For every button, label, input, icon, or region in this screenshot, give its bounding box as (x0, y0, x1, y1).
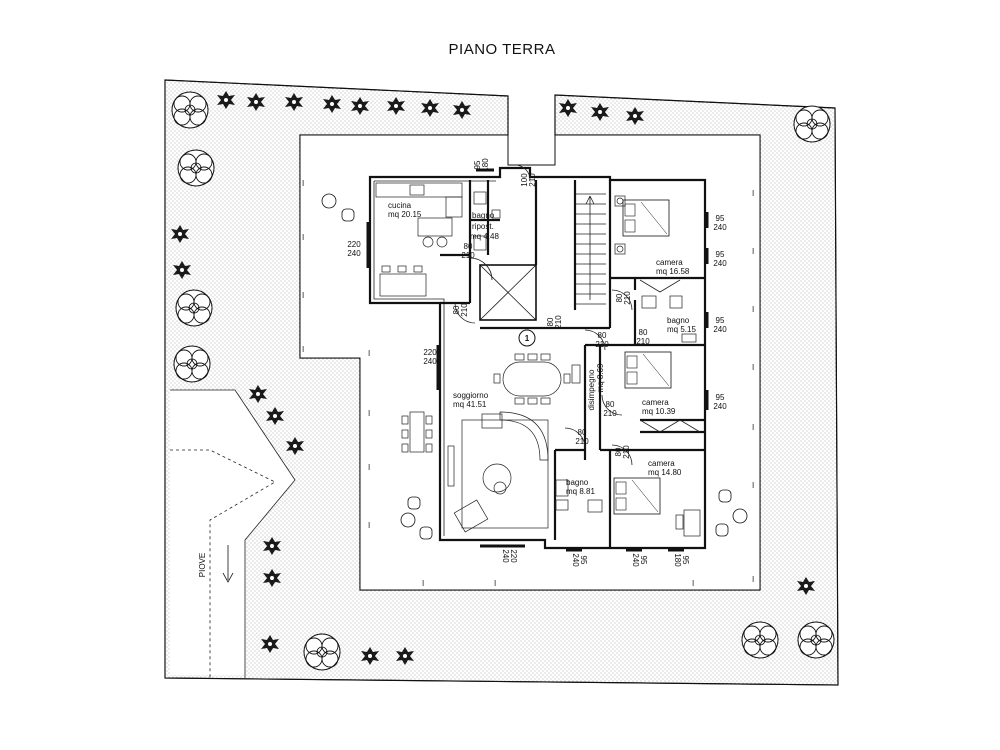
svg-text:I: I (752, 575, 754, 584)
ramp-label: PIOVE (198, 553, 207, 577)
room-area-disimpegno: mq 8.69 (596, 363, 605, 392)
dim-d20-w: 95 (639, 556, 648, 565)
room-name-camera1: camera (656, 258, 683, 267)
dim-d8-h: 240 (423, 357, 437, 366)
terrace-marks: I I I I I I I I I I I I I I I I I I (302, 179, 754, 588)
dim-d12-w: 95 (716, 316, 725, 325)
room-area-camera2: mq 10.39 (642, 407, 676, 416)
driveway-ramp: PIOVE (170, 389, 296, 678)
dim-d7-w: 95 (716, 250, 725, 259)
svg-text:I: I (752, 247, 754, 256)
dim-d5-w: 80 (452, 305, 461, 314)
room-area-cucina: mq 20.15 (388, 210, 422, 219)
svg-text:I: I (752, 423, 754, 432)
svg-text:I: I (302, 345, 304, 354)
dim-d17-h: 210 (622, 445, 631, 459)
svg-text:I: I (302, 179, 304, 188)
room-area-soggiorno: mq 41.51 (453, 400, 487, 409)
svg-text:I: I (752, 481, 754, 490)
room-name-bagno-ripost-2: ripost. (472, 222, 494, 231)
dim-d3-w: 220 (347, 240, 361, 249)
svg-text:I: I (494, 579, 496, 588)
plan-title: PIANO TERRA (449, 41, 556, 58)
dim-d13-h: 210 (636, 337, 650, 346)
room-name-disimpegno: disimpegno (587, 369, 596, 410)
dim-d18-h: 240 (501, 549, 510, 563)
dim-d2-w: 100 (520, 173, 529, 187)
dim-d9-h: 210 (554, 315, 563, 329)
room-name-camera2: camera (642, 398, 669, 407)
dim-d20-h: 240 (631, 553, 640, 567)
room-labels: cucina mq 20.15 bagno ripost. mq 4.48 ca… (388, 201, 696, 496)
dim-d15-w: 80 (606, 400, 615, 409)
windows (366, 168, 709, 552)
room-name-bagno1: bagno (667, 316, 690, 325)
room-area-camera1: mq 16.58 (656, 267, 690, 276)
dim-d8-w: 220 (423, 348, 437, 357)
door-swings (454, 164, 633, 466)
dim-d7-h: 240 (713, 259, 727, 268)
dim-d11-w: 80 (615, 293, 624, 302)
dim-d1-w: 95 (473, 160, 482, 169)
room-name-bagno-ripost-1: bagno (472, 211, 495, 220)
dim-d19-w: 95 (579, 556, 588, 565)
dimension-labels: 95 180 100 210 220 240 80 210 80 210 95 … (347, 158, 727, 567)
dim-d3-h: 240 (347, 249, 361, 258)
furniture (375, 182, 701, 537)
terrace (299, 134, 761, 591)
dim-d9-w: 80 (546, 317, 555, 326)
dim-d4-w: 80 (464, 242, 473, 251)
dim-d4-h: 210 (461, 251, 475, 260)
terrace-furniture (321, 193, 748, 540)
dim-d12-h: 240 (713, 325, 727, 334)
dim-d5-h: 210 (460, 303, 469, 317)
dim-d11-h: 210 (623, 291, 632, 305)
dim-d2-h: 210 (528, 173, 537, 187)
building-walls (368, 166, 709, 550)
dim-d10-h: 210 (595, 340, 609, 349)
room-area-camera3: mq 14.80 (648, 468, 682, 477)
svg-text:I: I (368, 349, 370, 358)
dim-d15-h: 210 (603, 409, 617, 418)
room-area-bagno-ripost: mq 4.48 (470, 232, 499, 241)
svg-text:I: I (422, 579, 424, 588)
dim-d13-w: 80 (639, 328, 648, 337)
dim-d6-h: 240 (713, 223, 727, 232)
svg-text:I: I (752, 189, 754, 198)
svg-text:I: I (302, 233, 304, 242)
room-name-cucina: cucina (388, 201, 412, 210)
dim-d16-w: 80 (578, 428, 587, 437)
dim-d1-h: 180 (481, 158, 490, 172)
entrance-marker: 1 (518, 329, 536, 347)
svg-text:I: I (302, 291, 304, 300)
room-area-bagno1: mq 5.15 (667, 325, 696, 334)
svg-text:I: I (368, 521, 370, 530)
dim-d10-w: 80 (598, 331, 607, 340)
dim-d18-w: 220 (509, 549, 518, 563)
dim-d6-w: 95 (716, 214, 725, 223)
dim-d19-h: 240 (571, 553, 580, 567)
room-name-bagno2: bagno (566, 478, 589, 487)
room-name-camera3: camera (648, 459, 675, 468)
room-area-bagno2: mq 8.81 (566, 487, 595, 496)
svg-text:I: I (752, 363, 754, 372)
svg-text:I: I (692, 579, 694, 588)
dim-d16-h: 210 (575, 437, 589, 446)
room-name-soggiorno: soggiorno (453, 391, 489, 400)
entrance-marker-number: 1 (525, 334, 530, 343)
dim-d14-w: 95 (716, 393, 725, 402)
svg-text:I: I (368, 409, 370, 418)
dim-d21-h: 180 (673, 553, 682, 567)
svg-text:I: I (368, 463, 370, 472)
dim-d14-h: 240 (713, 402, 727, 411)
svg-text:I: I (752, 305, 754, 314)
dim-d17-w: 80 (614, 447, 623, 456)
dim-d21-w: 95 (681, 556, 690, 565)
